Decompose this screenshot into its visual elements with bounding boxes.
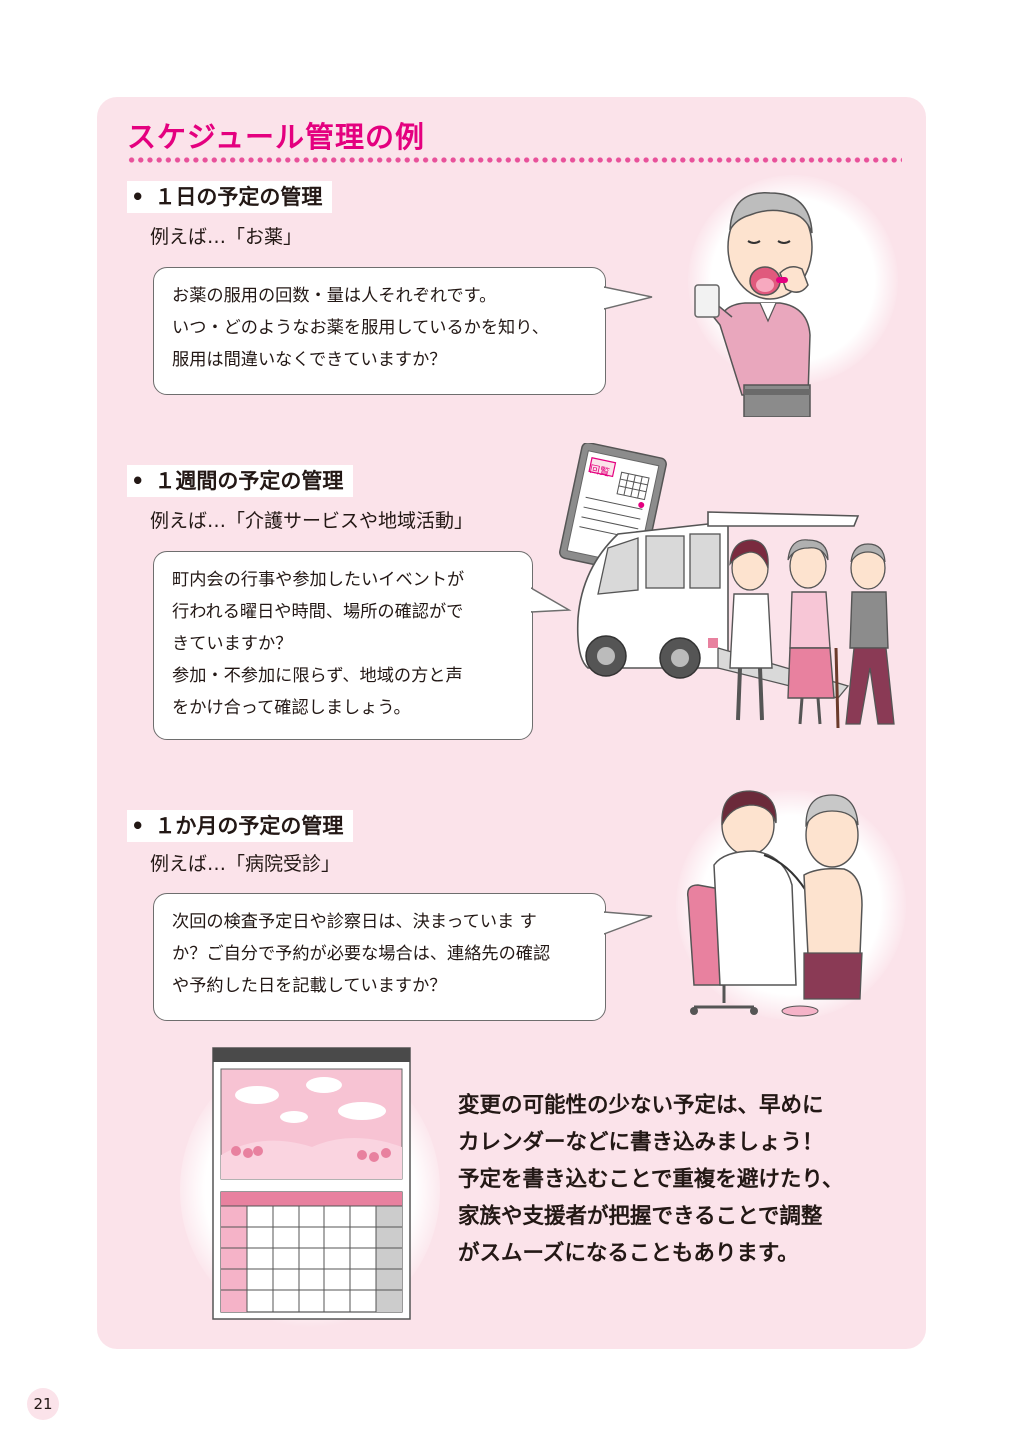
speech-bubble-daily: お薬の服用の回数・量は人それぞれです。 いつ・どのようなお薬を服用しているかを知… (153, 267, 606, 395)
wall-calendar-illustration (212, 1047, 411, 1320)
care-van-and-people-illustration (576, 511, 895, 729)
bullet: • (131, 469, 145, 493)
section-example-weekly: 例えば…「介護サービスや地域活動」 (150, 510, 474, 532)
bubble-line: 行われる曜日や時間、場所の確認がで (172, 602, 464, 622)
advice-line: 家族や支援者が把握できることで調整 (458, 1204, 823, 1229)
section-heading-monthly: • １か月の予定の管理 (127, 810, 354, 842)
bubble-tail (604, 286, 653, 310)
speech-bubble-weekly: 町内会の行事や参加したいイベントが 行われる曜日や時間、場所の確認がで きていま… (153, 551, 533, 740)
section-heading-weekly: • １週間の予定の管理 (127, 465, 354, 497)
page-title: スケジュール管理の例 (127, 120, 425, 154)
bubble-line: をかけ合って確認しましょう。 (172, 698, 411, 718)
bubble-line: お薬の服用の回数・量は人それぞれです。 (172, 286, 497, 306)
bottom-advice-text: 変更の可能性の少ない予定は、早めに カレンダーなどに書き込みましょう！ 予定を書… (458, 1087, 844, 1272)
speech-bubble-monthly: 次回の検査予定日や診察日は、決まっていま す か？ご自分で予約が必要な場合は、連… (153, 893, 606, 1021)
advice-line: がスムーズになることもあります。 (458, 1241, 799, 1266)
section-example-monthly: 例えば…「病院受診」 (150, 853, 341, 875)
advice-line: カレンダーなどに書き込みましょう！ (458, 1130, 824, 1155)
bullet: • (131, 814, 145, 838)
bubble-tail (531, 587, 572, 613)
section-example-daily: 例えば…「お薬」 (150, 226, 303, 248)
elderly-man-taking-medicine-illustration (694, 192, 813, 417)
bubble-line: 服用は間違いなくできていますか？ (172, 350, 447, 370)
advice-line: 変更の可能性の少ない予定は、早めに (458, 1093, 824, 1118)
bubble-line: 参加・不参加に限らず、地域の方と声 (172, 666, 463, 686)
bubble-line: いつ・どのようなお薬を服用しているかを知り、 (172, 318, 549, 338)
dotted-divider (127, 157, 902, 163)
section-heading-text: １週間の予定の管理 (154, 469, 344, 493)
bubble-line: 次回の検査予定日や診察日は、決まっていま す (172, 912, 537, 932)
bubble-tail (604, 911, 653, 935)
bubble-line: 町内会の行事や参加したいイベントが (172, 570, 465, 590)
section-heading-text: １か月の予定の管理 (154, 814, 344, 838)
bubble-line: きていますか？ (172, 634, 293, 654)
section-heading-text: １日の予定の管理 (154, 185, 323, 209)
doctor-examining-patient-illustration (686, 790, 863, 1017)
page-number: 21 (27, 1388, 59, 1420)
section-heading-daily: • １日の予定の管理 (127, 181, 333, 213)
bubble-line: か？ご自分で予約が必要な場合は、連絡先の確認 (172, 944, 551, 964)
advice-line: 予定を書き込むことで重複を避けたり、 (458, 1167, 844, 1192)
bubble-line: や予約した日を記載していますか？ (172, 976, 447, 996)
bullet: • (131, 185, 145, 209)
